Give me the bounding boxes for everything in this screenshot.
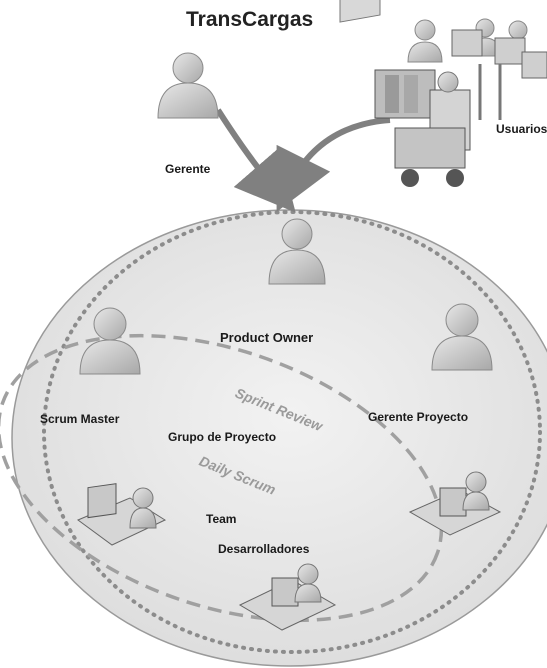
arrow-from-usuarios [276,117,391,212]
gerente-proyecto-label: Gerente Proyecto [368,410,469,424]
diagram-title: TransCargas [186,8,314,31]
usuarios-label: Usuarios [496,122,547,136]
desarrolladores-label: Desarrolladores [218,542,310,556]
sprint-dashed-ellipse [0,333,444,623]
scrum-master-workstation-icon [76,483,167,546]
arrow-from-gerente [215,108,296,213]
scrum-master-label: Scrum Master [40,412,120,426]
gerente-label: Gerente [165,162,211,176]
scrum-master-person-icon [79,307,141,375]
product-owner-person-icon [268,218,326,285]
developer-workstation-icon [238,563,337,631]
team-label: Team [206,512,237,526]
product-owner-label: Product Owner [220,330,314,345]
grupo-proyecto-label: Grupo de Proyecto [168,430,277,444]
gerente-proyecto-workstation-icon [408,471,502,536]
gerente-person-icon [157,52,219,119]
usuarios-group-icon [339,0,547,187]
gerente-proyecto-person-icon [431,303,493,371]
